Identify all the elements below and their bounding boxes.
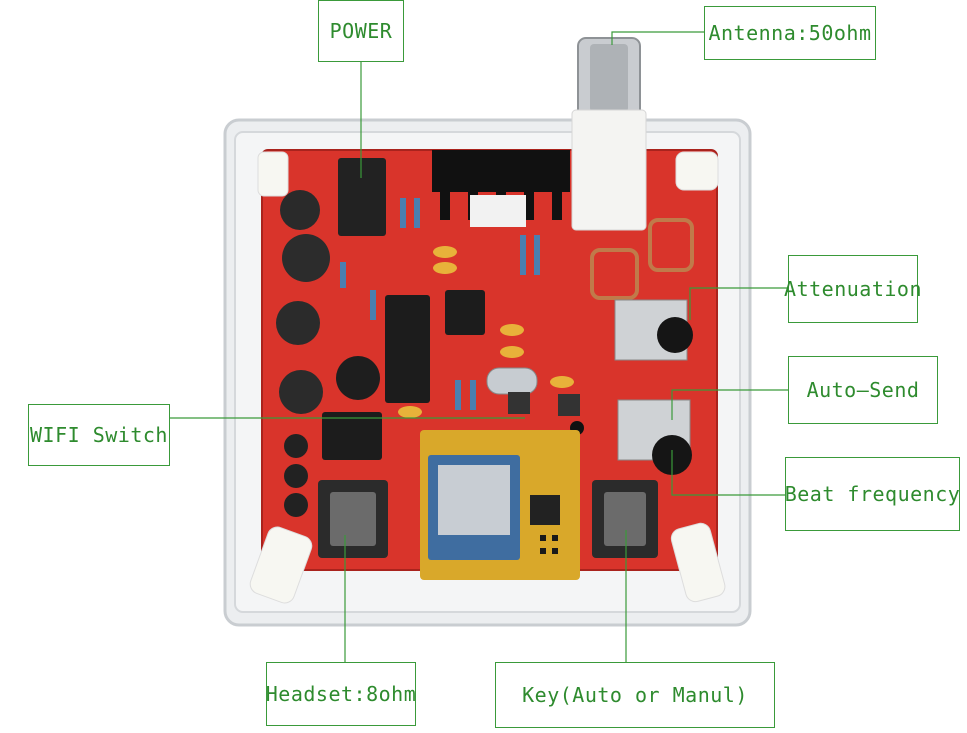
standoff xyxy=(675,151,719,191)
wifi-switch-label: WIFI Switch xyxy=(28,404,170,466)
beat-frequency-label: Beat frequency xyxy=(785,457,960,531)
power-jack xyxy=(338,158,386,236)
headset-label: Headset:8ohm xyxy=(266,662,416,726)
standoff xyxy=(249,526,313,604)
ic-chip xyxy=(385,295,430,403)
red-pcb-board xyxy=(262,150,717,570)
capacitor xyxy=(280,190,320,230)
standoff xyxy=(670,522,726,603)
leader-lines xyxy=(170,31,788,662)
antenna-label: Antenna:50ohm xyxy=(704,6,876,60)
inductor-coil xyxy=(648,218,694,272)
power-label: POWER xyxy=(318,0,404,62)
auto-send-label: Auto—Send xyxy=(788,356,938,424)
key-label: Key(Auto or Manul) xyxy=(495,662,775,728)
standoff xyxy=(257,151,289,197)
attenuation-label: Attenuation xyxy=(784,255,921,323)
